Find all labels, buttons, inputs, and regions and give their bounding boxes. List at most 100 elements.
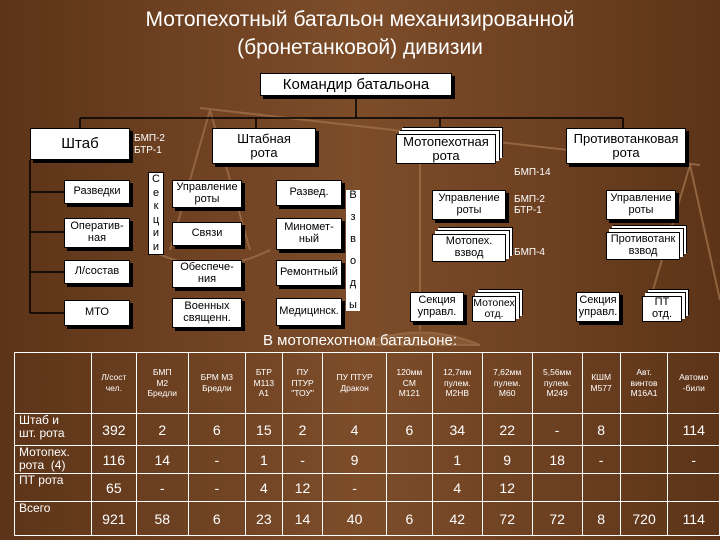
table-cell: 1 bbox=[431, 445, 483, 474]
platoon-medical: Медицинск. bbox=[276, 298, 342, 326]
section-signals: Связи bbox=[172, 222, 242, 246]
table-cell bbox=[385, 473, 433, 502]
section-support: Обеспече- ния bbox=[172, 260, 242, 288]
table-cell: 14 bbox=[135, 445, 189, 474]
table-cell: 2 bbox=[135, 413, 189, 446]
table-cell: - bbox=[187, 445, 246, 474]
unit-personnel: Л/состав bbox=[64, 260, 130, 284]
table-cell bbox=[385, 445, 433, 474]
infantry-management-box: Управление роты bbox=[432, 190, 506, 220]
title-line-1: Мотопехотный батальон механизированной bbox=[145, 8, 575, 31]
table-cell: 42 bbox=[431, 501, 483, 536]
table-cell: 6 bbox=[187, 413, 246, 446]
table-cell: 12 bbox=[281, 473, 324, 502]
table-header-cell: ПУ ПТУР Дракон bbox=[322, 352, 387, 414]
table-header-cell: БМП М2 Бредли bbox=[135, 352, 189, 414]
table-cell: 23 bbox=[244, 501, 283, 536]
infantry-squad-box: Мотопех отд. bbox=[472, 296, 516, 322]
antitank-platoon-box: Противотанк взвод bbox=[606, 232, 680, 260]
header-blank bbox=[14, 352, 92, 414]
row-label: Всего bbox=[14, 501, 92, 536]
table-cell: - bbox=[187, 473, 246, 502]
antitank-note-1: БМП-2 БТР-1 bbox=[514, 194, 545, 216]
table-cell: 114 bbox=[667, 501, 720, 536]
table-cell bbox=[619, 445, 669, 474]
platoon-recon: Развед. bbox=[276, 180, 342, 206]
table-cell bbox=[619, 413, 669, 446]
table-header-cell: Л/сост чел. bbox=[91, 352, 137, 414]
table-cell: 72 bbox=[531, 501, 583, 536]
row-label: Штаб и шт. рота bbox=[14, 413, 92, 446]
platoon-mortar: Миномет- ный bbox=[276, 218, 342, 250]
table-cell: - bbox=[667, 445, 720, 474]
table-cell: 6 bbox=[385, 413, 433, 446]
table-cell: 6 bbox=[187, 501, 246, 536]
table-header-cell: 5,56мм пулем. М249 bbox=[531, 352, 583, 414]
table-cell: - bbox=[322, 473, 387, 502]
table-cell: 65 bbox=[91, 473, 137, 502]
table-cell: 392 bbox=[91, 413, 137, 446]
table-cell: 114 bbox=[667, 413, 720, 446]
table-cell: 14 bbox=[281, 501, 324, 536]
infantry-platoon-box: Мотопех. взвод bbox=[432, 234, 506, 262]
table-header-cell: Авт. винтов М16А1 bbox=[619, 352, 669, 414]
antitank-company-box: Противотанковая рота bbox=[566, 128, 686, 164]
staff-box: Штаб bbox=[30, 128, 130, 160]
table-header-cell: Автомо -били bbox=[667, 352, 720, 414]
table-cell: 58 bbox=[135, 501, 189, 536]
table-cell: - bbox=[581, 445, 621, 474]
staff-note: БМП-2 БТР-1 bbox=[134, 133, 165, 156]
table-cell: 9 bbox=[322, 445, 387, 474]
platoons-vertical-label: В з в о д ы bbox=[346, 190, 360, 311]
table-cell: 2 bbox=[281, 413, 324, 446]
table-header-cell: БРМ М3 Бредли bbox=[187, 352, 246, 414]
table-cell bbox=[619, 473, 669, 502]
table-cell: 116 bbox=[91, 445, 137, 474]
unit-operational: Оператив- ная bbox=[64, 218, 130, 248]
table-cell: 8 bbox=[581, 501, 621, 536]
table-cell: 8 bbox=[581, 413, 621, 446]
staff-company-box: Штабная рота bbox=[212, 128, 316, 164]
antitank-control-section: Секция управл. bbox=[576, 292, 620, 322]
table-cell: 72 bbox=[481, 501, 533, 536]
table-cell: 9 bbox=[481, 445, 533, 474]
antitank-management-box: Управление роты bbox=[606, 190, 676, 220]
table-cell: 1 bbox=[244, 445, 283, 474]
table-cell: 40 bbox=[322, 501, 387, 536]
infantry-note-2: БМП-4 bbox=[514, 247, 545, 258]
table-caption: В мотопехотном батальоне: bbox=[262, 332, 457, 349]
title-line-2: (бронетанковой) дивизии bbox=[237, 36, 483, 59]
table-cell: - bbox=[281, 445, 324, 474]
table-cell bbox=[667, 473, 720, 502]
unit-logistics: МТО bbox=[64, 300, 130, 326]
table-cell: - bbox=[531, 413, 583, 446]
table-cell: 22 bbox=[481, 413, 533, 446]
battalion-commander-box: Командир батальона bbox=[260, 73, 452, 96]
infantry-company-box: Мотопехотная рота bbox=[396, 134, 496, 164]
sections-vertical-label: С е к ц и и bbox=[148, 172, 164, 255]
table-cell: 12 bbox=[481, 473, 533, 502]
table-cell bbox=[531, 473, 583, 502]
table-header-cell: КШМ М577 bbox=[581, 352, 621, 414]
unit-reconnaissance: Разведки bbox=[64, 180, 130, 204]
table-header-cell: 120мм СМ М121 bbox=[385, 352, 433, 414]
row-label: Мотопех. рота (4) bbox=[14, 445, 92, 474]
table-cell: 720 bbox=[619, 501, 669, 536]
table-cell bbox=[581, 473, 621, 502]
table-header-cell: 7,62мм пулем. М60 bbox=[481, 352, 533, 414]
table-header-cell: ПУ ПТУР "ТОУ" bbox=[281, 352, 324, 414]
table-header-cell: 12,7мм пулем. М2НВ bbox=[431, 352, 483, 414]
infantry-control-section: Секция управл. bbox=[410, 292, 464, 322]
section-company-management: Управление роты bbox=[172, 180, 242, 208]
table-cell: 4 bbox=[322, 413, 387, 446]
table-cell: 4 bbox=[244, 473, 283, 502]
table-cell: 15 bbox=[244, 413, 283, 446]
table-cell: - bbox=[135, 473, 189, 502]
table-cell: 18 bbox=[531, 445, 583, 474]
platoon-repair: Ремонтный bbox=[276, 260, 342, 286]
